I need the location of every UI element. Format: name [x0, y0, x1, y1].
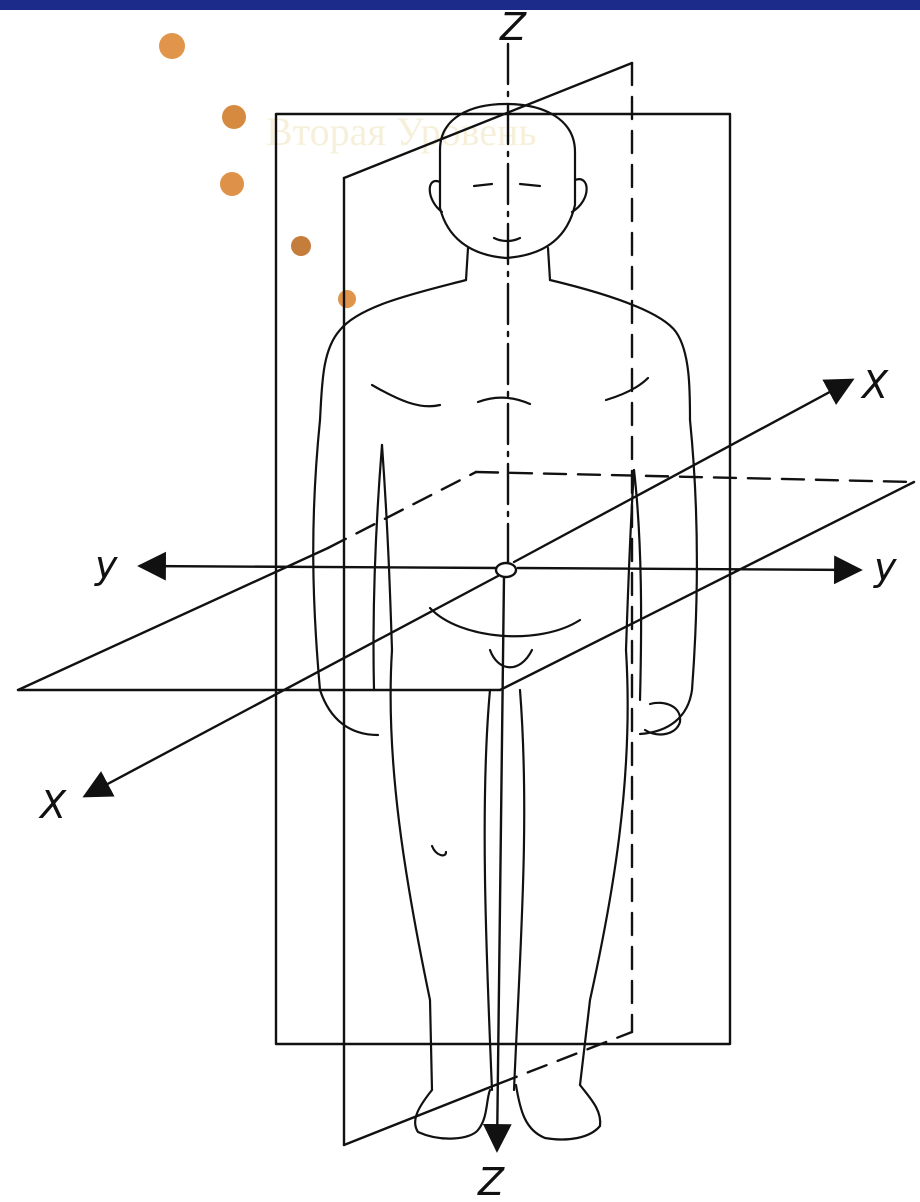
axis-label-y-right: y: [873, 545, 897, 589]
origin-point: [494, 561, 518, 579]
sagittal-plane: [342, 61, 634, 1147]
y-axis: [137, 551, 500, 581]
axis-label-z-bottom: Z: [477, 1160, 505, 1202]
axis-label-y-left: y: [94, 543, 118, 587]
y-axis: [516, 555, 863, 585]
bullet-dot: [220, 172, 244, 196]
bullet-dot: [159, 33, 185, 59]
z-axis: [482, 42, 512, 1153]
bullet-dot: [338, 290, 356, 308]
bullet-dots: [159, 33, 356, 308]
axis-label-z-top: Z: [499, 5, 527, 49]
horizontal-plane: [16, 470, 916, 692]
top-blue-bar: [0, 0, 920, 10]
x-axis: [82, 378, 855, 798]
ghost-level-text: Вторая Уровень: [266, 109, 537, 154]
human-body-outline-icon: [312, 102, 699, 1141]
axis-label-x-front: X: [38, 783, 67, 827]
axis-label-x-back: X: [860, 363, 889, 407]
bullet-dot: [222, 105, 246, 129]
bullet-dot: [291, 236, 311, 256]
